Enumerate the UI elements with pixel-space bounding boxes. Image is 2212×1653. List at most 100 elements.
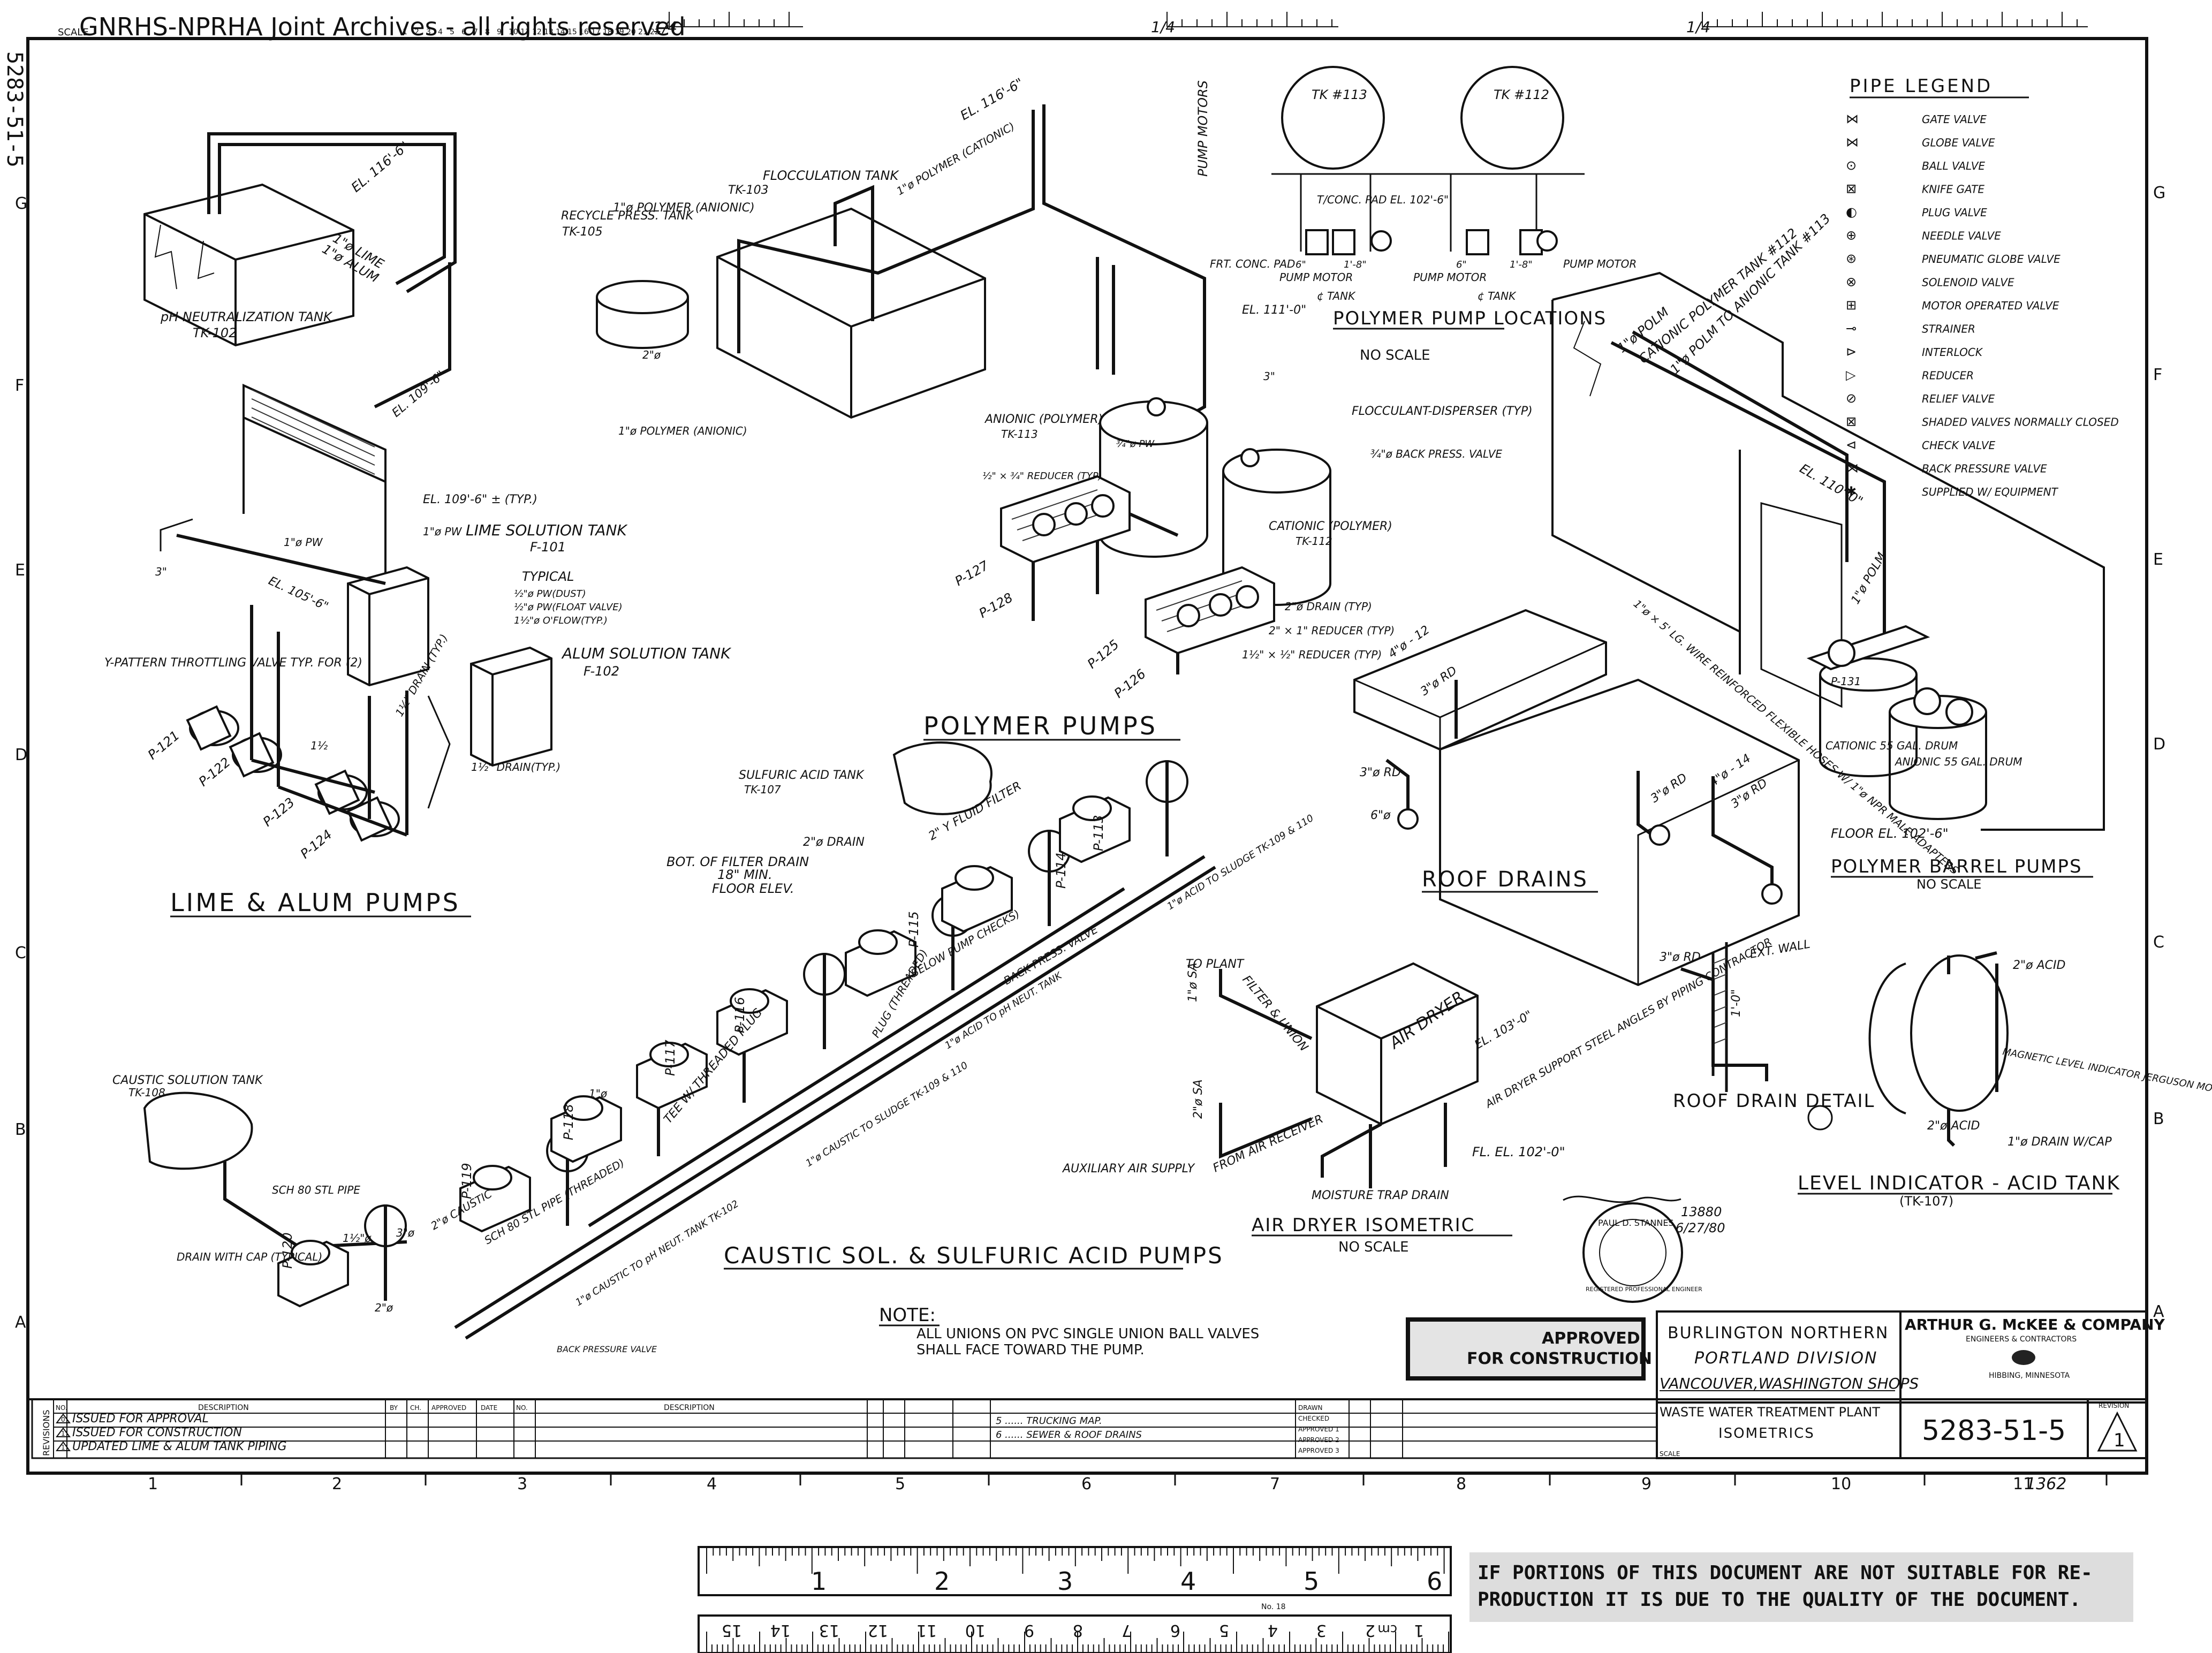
drawing-label: 1"ø SA: [1186, 962, 1200, 1002]
drawing-label: F-101: [530, 540, 566, 555]
drawing-label: ½"ø PW(DUST): [514, 588, 586, 600]
drawing-label: REDUCER: [1922, 369, 1974, 382]
legend-symbol-icon: ⊸: [1846, 321, 1857, 336]
drawing-label: B: [15, 1120, 26, 1139]
drawing-label: ¢ TANK: [1478, 290, 1517, 302]
pipe-legend-title: PIPE LEGEND: [1850, 75, 1993, 97]
acid-tank-end: [1910, 954, 2009, 1112]
air-dryer-subtitle: NO SCALE: [1338, 1239, 1409, 1255]
seal-caption: REGISTERED PROFESSIONAL ENGINEER: [1586, 1286, 1702, 1293]
drawing-label: 6 ...... SEWER & ROOF DRAINS: [996, 1429, 1142, 1440]
roof-drains-title: ROOF DRAINS: [1422, 867, 1588, 892]
drawing-label: 5: [450, 28, 454, 36]
pipe-legend: PIPE LEGEND ⋈GATE VALVE⋈GLOBE VALVE⊙BALL…: [1846, 75, 2119, 499]
drawing-label: P-118: [561, 1104, 576, 1140]
drawing-label: 18" MIN.: [717, 867, 772, 882]
drawing-label: 1"ø POLYMER (ANIONIC): [618, 424, 747, 437]
sulfuric-acid-tank: [892, 741, 993, 815]
rev2-header-no: NO.: [516, 1404, 528, 1412]
level-indicator-subtitle: (TK-107): [1899, 1194, 1953, 1209]
drawing-label: PUMP MOTOR: [1413, 271, 1487, 284]
drawing-label: SCH 80 STL PIPE: [272, 1184, 360, 1196]
seal-number: 13880: [1681, 1204, 1722, 1219]
drawing-label: 19: [615, 28, 624, 36]
drawing-label: 4: [1268, 1621, 1278, 1640]
drawing-label: 1: [61, 1444, 65, 1451]
approved-stamp: APPROVED FOR CONSTRUCTION: [1406, 1317, 1652, 1381]
drawing-label: 3"ø RD: [1660, 951, 1701, 964]
drawing-label: 2"ø SA: [1192, 1079, 1205, 1119]
drawing-label: MOTOR OPERATED VALVE: [1922, 299, 2059, 312]
drawing-label: 8: [1456, 1475, 1466, 1493]
ph-neutralization-tank: [143, 183, 354, 347]
note-block: NOTE: ALL UNIONS ON PVC SINGLE UNION BAL…: [879, 1305, 1259, 1358]
drawing-label: TK-105: [562, 225, 603, 239]
drawing-label: 8: [485, 28, 490, 36]
drawing-label: 1: [403, 28, 407, 36]
drawing-label: 21: [638, 28, 648, 36]
approved-line-2: FOR CONSTRUCTION: [1467, 1349, 1652, 1368]
drawing-label: cm: [1377, 1622, 1397, 1637]
drawing-label: APPROVED 2: [1298, 1436, 1339, 1444]
drawing-label: TK-112: [1296, 535, 1332, 548]
drawing-label: 1½"ø: [343, 1232, 372, 1245]
legend-symbol-icon: ⊞: [1846, 298, 1857, 313]
drawing-label: SULFURIC ACID TANK: [739, 769, 865, 782]
drawing-label: CHECK VALVE: [1922, 439, 1995, 452]
lime-alum-title: LIME & ALUM PUMPS: [170, 888, 460, 917]
revision-triangle-icon: [2097, 1411, 2138, 1452]
drawing-label: NEEDLE VALVE: [1922, 230, 2001, 242]
drawing-label: 1: [811, 1567, 827, 1596]
drawing-label: 17: [591, 28, 601, 36]
legend-symbol-icon: ⊘: [1846, 391, 1857, 406]
drawing-label: T/CONC. PAD EL. 102'-6": [1317, 193, 1449, 206]
engineer-seal: PAUL D. STANNES REGISTERED PROFESSIONAL …: [1563, 1195, 1725, 1303]
drawing-label: 6: [1427, 1567, 1442, 1596]
drawing-label: CATIONIC 55 GAL. DRUM: [1825, 739, 1958, 752]
drawing-label: ¾"ø BACK PRESS. VALVE: [1370, 448, 1502, 460]
drawing-label: TK #113: [1312, 87, 1367, 102]
drawing-label: FLOCCULATION TANK: [763, 168, 899, 183]
drawing-label: 4: [438, 28, 443, 36]
drawing-label: FL. EL. 102'-0": [1472, 1144, 1565, 1159]
legend-symbol-icon: ◐: [1846, 204, 1857, 219]
drawing-label: SUPPLIED W/ EQUIPMENT: [1922, 486, 2059, 498]
drawing-label: 2"ø: [375, 1301, 393, 1314]
drawing-label: LIME SOLUTION TANK: [466, 521, 628, 539]
drawing-label: 2: [1365, 1621, 1375, 1640]
drawing-label: C: [15, 944, 26, 962]
drawing-label: TK-102: [193, 325, 237, 340]
drawing-label: PNEUMATIC GLOBE VALVE: [1922, 253, 2061, 266]
drawing-label: RECYCLE PRESS. TANK: [561, 209, 694, 223]
rev2-header-desc: DESCRIPTION: [664, 1404, 715, 1412]
drawing-label: APPROVED 1: [1298, 1425, 1339, 1433]
drawing-label: 3: [1057, 1567, 1073, 1596]
revisions-label: REVISIONS: [41, 1410, 51, 1456]
company-sub: ENGINEERS & CONTRACTORS: [1966, 1335, 2077, 1344]
drawing-label: MOISTURE TRAP DRAIN: [1312, 1189, 1449, 1202]
legend-symbol-icon: ⊲: [1846, 437, 1857, 452]
drawing-label: 12: [868, 1621, 888, 1640]
drawing-label: TO PLANT: [1186, 958, 1245, 971]
drawing-label: SOLENOID VALVE: [1922, 276, 2014, 289]
drawing-label: PUMP MOTOR: [1563, 257, 1637, 270]
drawing-label: AUXILIARY AIR SUPPLY: [1062, 1162, 1195, 1176]
rev-header-desc: DESCRIPTION: [198, 1404, 249, 1412]
legend-symbol-icon: ⊕: [1846, 228, 1857, 243]
drawing-label: 11: [520, 28, 530, 36]
drawing-label: 2"ø ACID: [1927, 1119, 1980, 1133]
drawing-label: CAUSTIC SOLUTION TANK: [112, 1074, 263, 1087]
drawing-label: 1"ø POLYMER (ANIONIC): [613, 201, 755, 215]
drawing-label: pH NEUTRALIZATION TANK: [160, 309, 333, 324]
polymer-barrel-title: POLYMER BARREL PUMPS: [1831, 856, 2082, 877]
drawing-label: PUMP MOTOR: [1279, 271, 1353, 284]
drawing-label: 7: [1270, 1475, 1280, 1493]
legend-symbol-icon: ⊳: [1846, 344, 1857, 359]
drawing-label: TK #112: [1494, 87, 1549, 102]
drawing-label: ½" × ¾" REDUCER (TYP): [982, 471, 1102, 482]
drawing-label: P-131: [1831, 675, 1861, 688]
drawing-label: 2: [332, 1475, 342, 1493]
legend-symbol-icon: ⊙: [1846, 158, 1857, 173]
